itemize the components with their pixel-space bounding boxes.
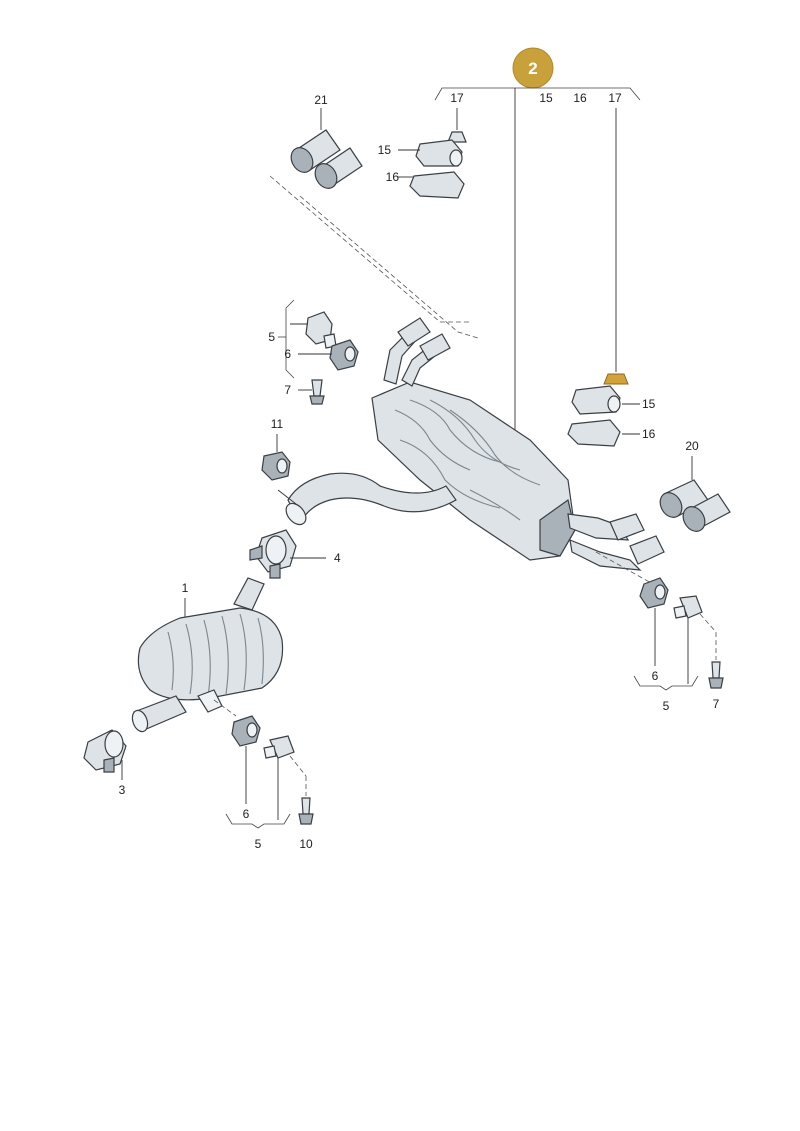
badge-label: 2	[528, 59, 537, 78]
callout-5-bottom: 5	[255, 837, 262, 851]
callout-7-right: 7	[713, 697, 720, 711]
callout-4: 4	[334, 551, 341, 565]
callout-5-right: 5	[663, 699, 670, 713]
callout-1: 1	[182, 581, 189, 595]
callout-15-right: 15	[642, 397, 656, 411]
top-group-bracket	[434, 87, 641, 101]
callout-17-right: 17	[608, 91, 622, 105]
clamp-3	[83, 729, 127, 773]
callout-6-bottom: 6	[243, 807, 250, 821]
tailpipe-tip-21	[290, 129, 363, 189]
callout-10: 10	[299, 837, 313, 851]
callout-6-right: 6	[652, 669, 659, 683]
clamp-4	[249, 529, 297, 579]
connecting-pipe	[285, 472, 457, 526]
dash-right-hanger	[595, 551, 661, 589]
hanger-bracket-right	[673, 595, 703, 619]
nut-17-top	[447, 131, 467, 143]
callout-16-top: 16	[573, 91, 587, 105]
rear-silencer	[371, 317, 665, 571]
rubber-mount-6-right	[639, 577, 669, 609]
callout-3: 3	[119, 783, 126, 797]
assembly-badge: 2	[512, 47, 554, 89]
bolt-10	[298, 797, 314, 825]
callout-7-top: 7	[284, 383, 291, 397]
rubber-mount-6-top	[329, 339, 359, 371]
callout-16-right: 16	[642, 427, 656, 441]
bracket-5-bottom	[225, 813, 291, 829]
bolt-7-right	[708, 661, 724, 689]
hanger-bracket-bottom	[263, 735, 295, 759]
callout-17-left: 17	[450, 91, 464, 105]
callout-16-left: 16	[386, 170, 400, 184]
callout-20: 20	[685, 439, 699, 453]
dash-tip21-b	[299, 195, 479, 339]
dash-tip21-a	[269, 175, 470, 323]
callout-21: 21	[314, 93, 328, 107]
valve-actuator-top	[398, 108, 467, 199]
callout-15-top: 15	[539, 91, 553, 105]
bolt-7-top	[309, 379, 325, 405]
bracket-16-top	[409, 171, 465, 199]
valve-actuator-right	[567, 108, 629, 447]
bracket-5-top	[285, 299, 295, 379]
tailpipe-tip-20	[659, 479, 731, 532]
hanger-bracket-top	[305, 311, 337, 349]
front-silencer-1	[131, 577, 284, 733]
callout-6-top: 6	[284, 347, 291, 361]
bracket-5-right	[633, 675, 699, 691]
nut-17-right	[603, 373, 629, 385]
callout-5-top: 5	[268, 330, 275, 344]
rubber-mount-6-bottom	[231, 715, 261, 747]
rubber-hanger-11	[261, 451, 291, 481]
callout-15-left: 15	[378, 143, 392, 157]
callout-11: 11	[271, 417, 284, 431]
